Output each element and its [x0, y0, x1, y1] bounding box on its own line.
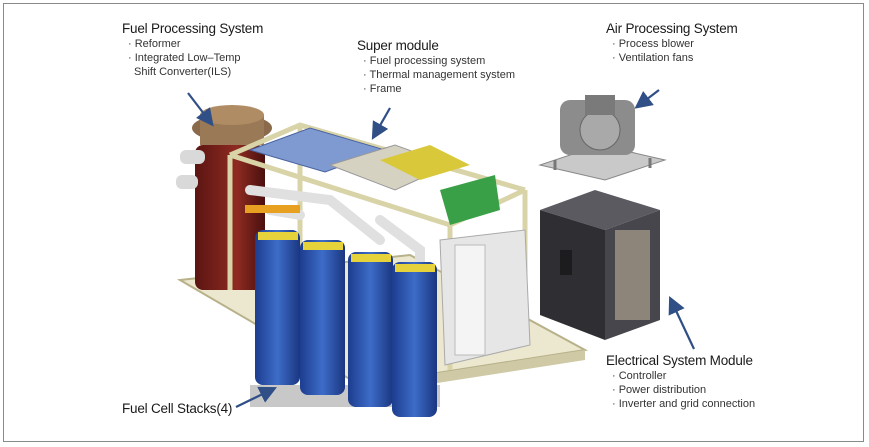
electrical-system-label: Electrical System Module · Controller · …: [606, 353, 755, 411]
super-module-item: · Fuel processing system: [363, 55, 486, 67]
electrical-system-item: · Inverter and grid connection: [612, 398, 756, 410]
fuel-cell-stacks: [250, 230, 440, 417]
thermal-module: [439, 229, 531, 366]
stack-3: [348, 252, 393, 407]
top-panels: [248, 127, 500, 225]
air-processing-label: Air Processing System · Process blower ·…: [606, 21, 738, 65]
fuel-cell-stacks-label: Fuel Cell Stacks(4): [122, 401, 232, 417]
reformer-vessel: [176, 105, 272, 290]
stack-2: [300, 240, 345, 395]
air-processing-title: Air Processing System: [606, 21, 738, 36]
electrical-system-item: · Controller: [612, 370, 667, 382]
fuel-processing-item: Shift Converter(ILS): [134, 66, 232, 78]
orange-pipe: [245, 205, 300, 213]
stack-1: [255, 230, 300, 385]
electrical-cabinet: [540, 190, 660, 340]
air-processing-item: · Ventilation fans: [612, 52, 694, 64]
fuel-processing-item: · Integrated Low–Temp: [128, 52, 241, 64]
super-module-title: Super module: [357, 38, 439, 53]
air-blower-unit: [538, 95, 667, 181]
pointer-arrows: [187, 89, 695, 408]
super-module-label: Super module · Fuel processing system · …: [357, 38, 515, 96]
fuel-processing-label: Fuel Processing System · Reformer · Inte…: [122, 21, 263, 79]
electrical-system-title: Electrical System Module: [606, 353, 753, 368]
super-module-item: · Frame: [363, 83, 402, 95]
fuel-processing-item: · Reformer: [128, 38, 181, 50]
fuel-processing-title: Fuel Processing System: [122, 21, 264, 36]
air-processing-item: · Process blower: [612, 38, 694, 50]
super-module-item: · Thermal management system: [363, 69, 516, 81]
fuel-cell-stacks-title: Fuel Cell Stacks(4): [122, 401, 233, 416]
stack-4: [392, 262, 437, 417]
electrical-system-item: · Power distribution: [612, 384, 707, 396]
